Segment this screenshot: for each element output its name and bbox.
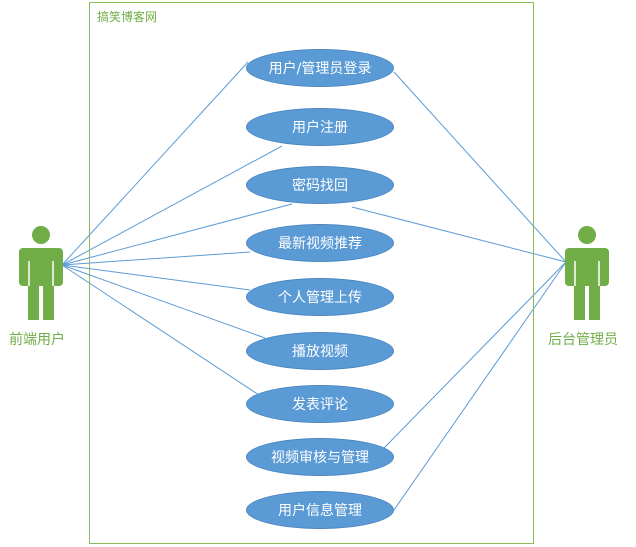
- system-title: 搞笑博客网: [97, 10, 158, 24]
- association-admin-video-review: [383, 261, 567, 449]
- association-admin-password-recovery: [351, 206, 567, 263]
- association-front-user-personal-upload: [61, 264, 251, 291]
- usecase-play-video[interactable]: 播放视频: [246, 332, 394, 370]
- association-front-user-latest-videos: [61, 251, 251, 266]
- association-admin-login: [393, 71, 567, 263]
- association-front-user-password-recovery: [61, 203, 293, 266]
- association-admin-user-info: [393, 261, 567, 511]
- usecase-password-recovery[interactable]: 密码找回: [246, 166, 394, 204]
- system-boundary: [89, 2, 534, 544]
- association-front-user-login: [61, 61, 249, 266]
- admin-label: 后台管理员: [548, 332, 618, 348]
- front-user-actor-icon: [19, 226, 63, 320]
- front-user-label: 前端用户: [9, 332, 65, 348]
- association-front-user-play-video: [61, 264, 266, 339]
- usecase-register[interactable]: 用户注册: [246, 108, 394, 146]
- usecase-user-info[interactable]: 用户信息管理: [246, 491, 394, 529]
- usecase-video-review[interactable]: 视频审核与管理: [246, 438, 394, 476]
- admin-actor-icon: [565, 226, 609, 320]
- usecase-login[interactable]: 用户/管理员登录: [246, 49, 394, 87]
- usecase-personal-upload[interactable]: 个人管理上传: [246, 278, 394, 316]
- association-front-user-comment: [61, 264, 263, 398]
- usecase-latest-videos[interactable]: 最新视频推荐: [246, 224, 394, 262]
- association-front-user-register: [61, 145, 283, 266]
- usecase-comment[interactable]: 发表评论: [246, 385, 394, 423]
